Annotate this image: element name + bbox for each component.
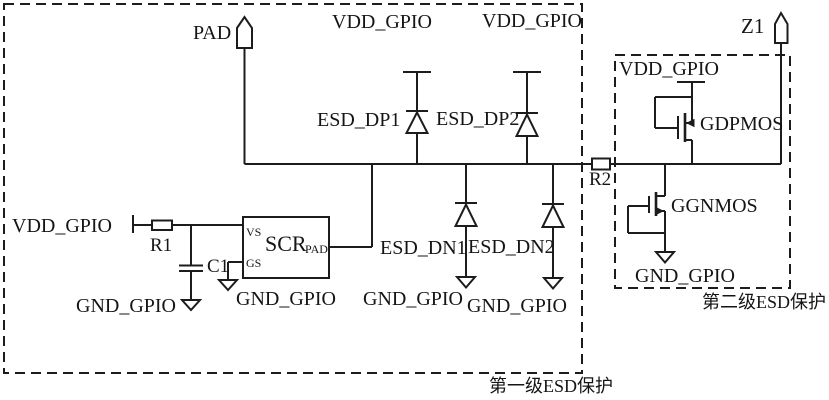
scr-pin-vs-label: VS	[246, 225, 262, 239]
ground-symbol	[653, 251, 677, 265]
capacitor-c1	[179, 225, 203, 300]
gdpmos-transistor	[654, 81, 705, 164]
source-arrow	[686, 118, 695, 128]
gnd-scr-label: GND_GPIO	[236, 288, 336, 310]
diode-esd-dn2	[540, 164, 566, 291]
source-arrow	[655, 206, 664, 216]
vdd-input-label: VDD_GPIO	[12, 215, 112, 237]
stage2-caption: 第二级ESD保护	[702, 292, 827, 312]
resistor-r2	[591, 157, 611, 171]
diode-esd-dp1	[403, 71, 431, 164]
scr-output-wire	[329, 164, 373, 248]
esd-dp2-label: ESD_DP2	[436, 108, 520, 130]
vdd-stage2-label: VDD_GPIO	[619, 58, 719, 80]
gnd-dn1-label: GND_GPIO	[363, 288, 463, 310]
z1-terminal	[774, 10, 789, 164]
pad-pin-icon	[236, 15, 253, 49]
vdd-dp2-label: VDD_GPIO	[482, 10, 582, 32]
stage1-caption: 第一级ESD保护	[489, 376, 614, 396]
stage1-boundary-box	[3, 3, 583, 374]
z1-pin-icon	[774, 10, 789, 44]
scr-block	[216, 164, 373, 292]
gnd-dn2-label: GND_GPIO	[467, 295, 567, 317]
pad-terminal	[236, 15, 253, 164]
resistor-r1	[151, 219, 173, 231]
ggnmos-label: GGNMOS	[671, 195, 758, 217]
gs-ground-wire	[227, 261, 243, 280]
r1-label: R1	[150, 235, 173, 256]
stage2-boundary-box	[614, 54, 791, 289]
gate-tie-loop	[654, 96, 692, 129]
esd-dn2-label: ESD_DN2	[468, 236, 555, 258]
ground-symbol	[541, 277, 565, 291]
ground-symbol	[454, 276, 478, 290]
z1-label: Z1	[741, 14, 765, 38]
c1-label: C1	[207, 256, 230, 277]
scr-name-label: SCR	[265, 231, 307, 256]
gate-tie-loop	[627, 205, 665, 234]
input-rc-network	[132, 215, 243, 312]
scr-subscript-label: PAD	[305, 242, 328, 256]
gnd-stage2-label: GND_GPIO	[635, 265, 735, 287]
esd-dp1-label: ESD_DP1	[317, 109, 401, 131]
vdd-dp1-label: VDD_GPIO	[332, 11, 432, 33]
ground-symbol	[179, 299, 203, 312]
pad-label: PAD	[193, 22, 232, 44]
ground-symbol	[216, 279, 240, 292]
diode-esd-dn1	[453, 164, 479, 290]
diode-esd-dp2	[513, 71, 541, 164]
ggnmos-transistor	[627, 164, 677, 265]
scr-pin-gs-label: GS	[246, 256, 262, 270]
esd-dn1-label: ESD_DN1	[380, 237, 467, 259]
r2-label: R2	[589, 169, 612, 190]
gnd-input-label: GND_GPIO	[76, 295, 176, 317]
gdpmos-label: GDPMOS	[700, 113, 784, 135]
